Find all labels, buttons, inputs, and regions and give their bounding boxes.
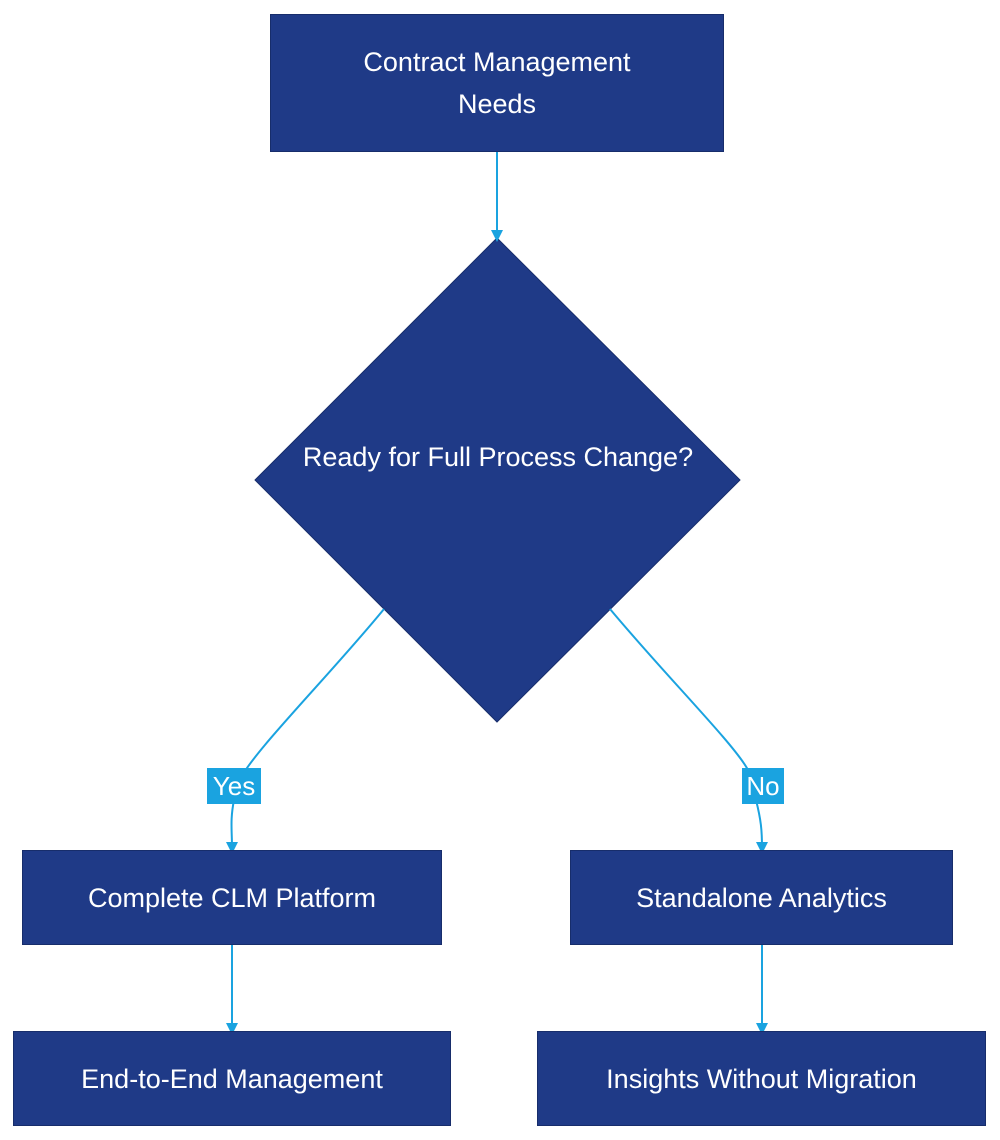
yes-outcome-node-label: End-to-End Management [81,1063,383,1094]
start-node-label: Contract Management Needs [363,47,631,119]
start-node: Contract Management Needs [270,14,724,152]
edge-decision-to-yes [232,608,385,848]
edge-label-yes: Yes [207,768,261,804]
decision-diamond [254,237,741,723]
edge-label-no: No [742,768,784,804]
yes-branch-node-label: Complete CLM Platform [87,882,377,913]
no-branch-node-label: Standalone Analytics [636,882,887,913]
no-branch-node: Standalone Analytics [570,850,953,945]
decision-node-label: Ready for Full Process Change? [302,442,694,472]
edge-decision-to-no [609,608,762,848]
yes-branch-node: Complete CLM Platform [22,850,442,945]
no-outcome-node-label: Insights Without Migration [606,1063,917,1094]
no-outcome-node: Insights Without Migration [537,1031,986,1126]
yes-outcome-node: End-to-End Management [13,1031,451,1126]
